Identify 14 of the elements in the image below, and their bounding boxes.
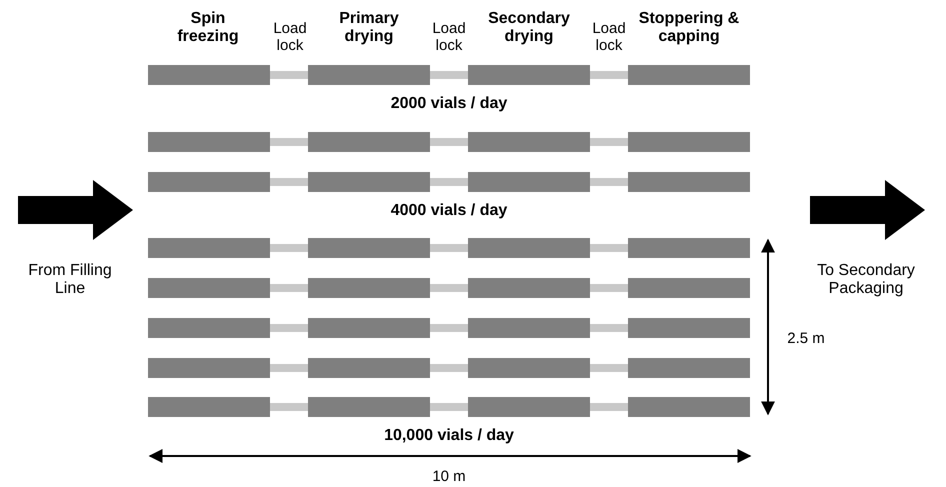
dimension-label: 2.5 m xyxy=(786,330,826,348)
column-heading: Primary drying xyxy=(338,10,400,47)
dimension-label: 10 m xyxy=(431,468,467,486)
capacity-label: 4000 vials / day xyxy=(390,202,508,220)
column-heading: Stoppering & capping xyxy=(638,10,740,47)
column-heading: Secondary drying xyxy=(487,10,571,47)
capacity-label: 2000 vials / day xyxy=(390,95,508,114)
flow-label: To Secondary Packaging xyxy=(816,262,916,299)
capacity-label: 10,000 vials / day xyxy=(383,427,515,446)
column-heading: Spin freezing xyxy=(176,10,240,47)
flow-label: From Filling Line xyxy=(27,262,113,299)
column-heading: Load lock xyxy=(431,20,467,54)
column-heading: Load lock xyxy=(591,20,627,54)
column-heading: Load lock xyxy=(272,20,308,54)
